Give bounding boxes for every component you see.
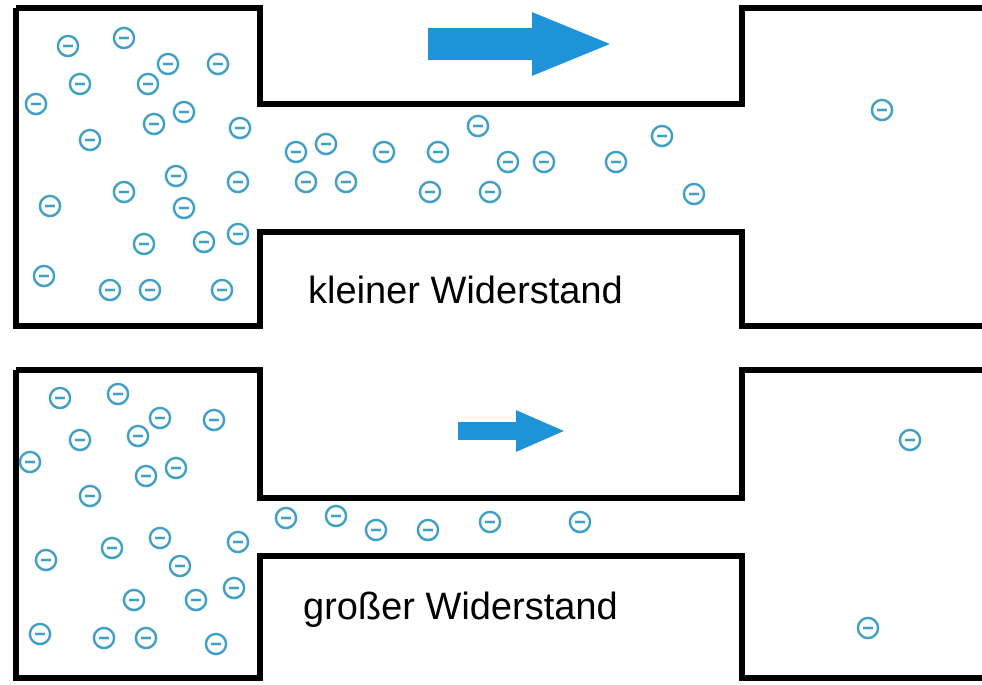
electron-icon: [164, 164, 188, 188]
electron-icon: [172, 196, 196, 220]
electron-icon: [364, 518, 388, 542]
small-arrow-right-icon: [458, 410, 564, 452]
electron-icon: [132, 232, 156, 256]
electron-icon: [416, 518, 440, 542]
electron-icon: [226, 222, 250, 246]
electron-icon: [68, 72, 92, 96]
electron-icon: [478, 510, 502, 534]
electron-icon: [226, 530, 250, 554]
electron-icon: [228, 116, 252, 140]
electron-icon: [78, 128, 102, 152]
electron-icon: [426, 140, 450, 164]
electron-icon: [418, 180, 442, 204]
electron-icon: [226, 170, 250, 194]
electron-icon: [138, 278, 162, 302]
electron-icon: [284, 140, 308, 164]
label-large-resistance: großer Widerstand: [303, 586, 618, 628]
electron-icon: [38, 194, 62, 218]
electron-icon: [184, 588, 208, 612]
electron-icon: [92, 626, 116, 650]
electron-icon: [32, 264, 56, 288]
electron-icon: [148, 406, 172, 430]
electron-icon: [168, 554, 192, 578]
wire-outline-bottom: [13, 367, 982, 681]
electron-icon: [100, 536, 124, 560]
wire-outline-top: [13, 5, 982, 329]
electron-icon: [202, 408, 226, 432]
electron-icon: [204, 632, 228, 656]
electron-icon: [164, 456, 188, 480]
electron-icon: [294, 170, 318, 194]
electron-icon: [466, 114, 490, 138]
electron-icon: [56, 34, 80, 58]
electron-icon: [206, 52, 230, 76]
electron-icon: [604, 150, 628, 174]
electron-icon: [496, 150, 520, 174]
electron-icon: [134, 464, 158, 488]
electron-icon: [192, 230, 216, 254]
panel-large-resistance: [13, 367, 982, 681]
electron-icon: [78, 484, 102, 508]
electron-icon: [136, 72, 160, 96]
electron-icon: [68, 428, 92, 452]
electron-icon: [142, 112, 166, 136]
electron-icon: [156, 52, 180, 76]
electron-icon: [324, 504, 348, 528]
electron-icon: [274, 506, 298, 530]
electron-icon: [856, 616, 880, 640]
electron-icon: [24, 92, 48, 116]
electron-icon: [106, 382, 130, 406]
electron-icon: [650, 124, 674, 148]
electron-icon: [478, 180, 502, 204]
electron-icon: [28, 622, 52, 646]
electron-icon: [210, 278, 234, 302]
electron-icon: [568, 510, 592, 534]
electron-icon: [148, 526, 172, 550]
electron-icon: [18, 450, 42, 474]
electron-icon: [126, 424, 150, 448]
electron-group-top: [24, 26, 894, 302]
label-small-resistance: kleiner Widerstand: [308, 270, 623, 312]
electron-icon: [372, 140, 396, 164]
electron-icon: [222, 576, 246, 600]
electron-icon: [98, 278, 122, 302]
electron-icon: [48, 386, 72, 410]
electron-icon: [112, 180, 136, 204]
electron-icon: [172, 100, 196, 124]
electron-icon: [122, 588, 146, 612]
electron-icon: [898, 428, 922, 452]
electron-icon: [34, 548, 58, 572]
electron-group-bottom: [18, 382, 922, 656]
electron-icon: [682, 182, 706, 206]
electron-icon: [314, 132, 338, 156]
large-arrow-right-icon: [428, 12, 610, 76]
electron-icon: [532, 150, 556, 174]
electron-icon: [334, 170, 358, 194]
panel-small-resistance: [13, 5, 982, 329]
electron-icon: [134, 626, 158, 650]
electron-icon: [112, 26, 136, 50]
electron-icon: [870, 98, 894, 122]
